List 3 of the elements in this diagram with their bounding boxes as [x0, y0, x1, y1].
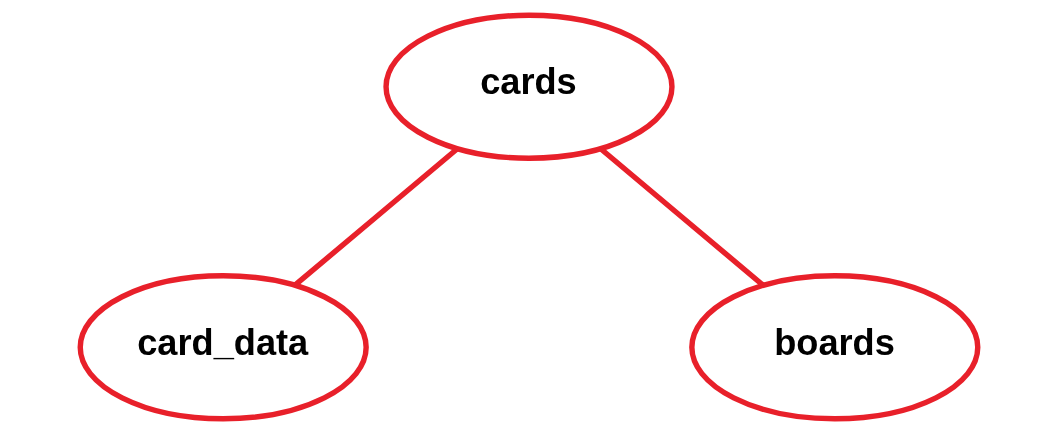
node-ellipse: cards [382, 12, 675, 161]
node-ellipse: card_data [77, 273, 369, 422]
node-ellipse: boards [688, 273, 980, 422]
